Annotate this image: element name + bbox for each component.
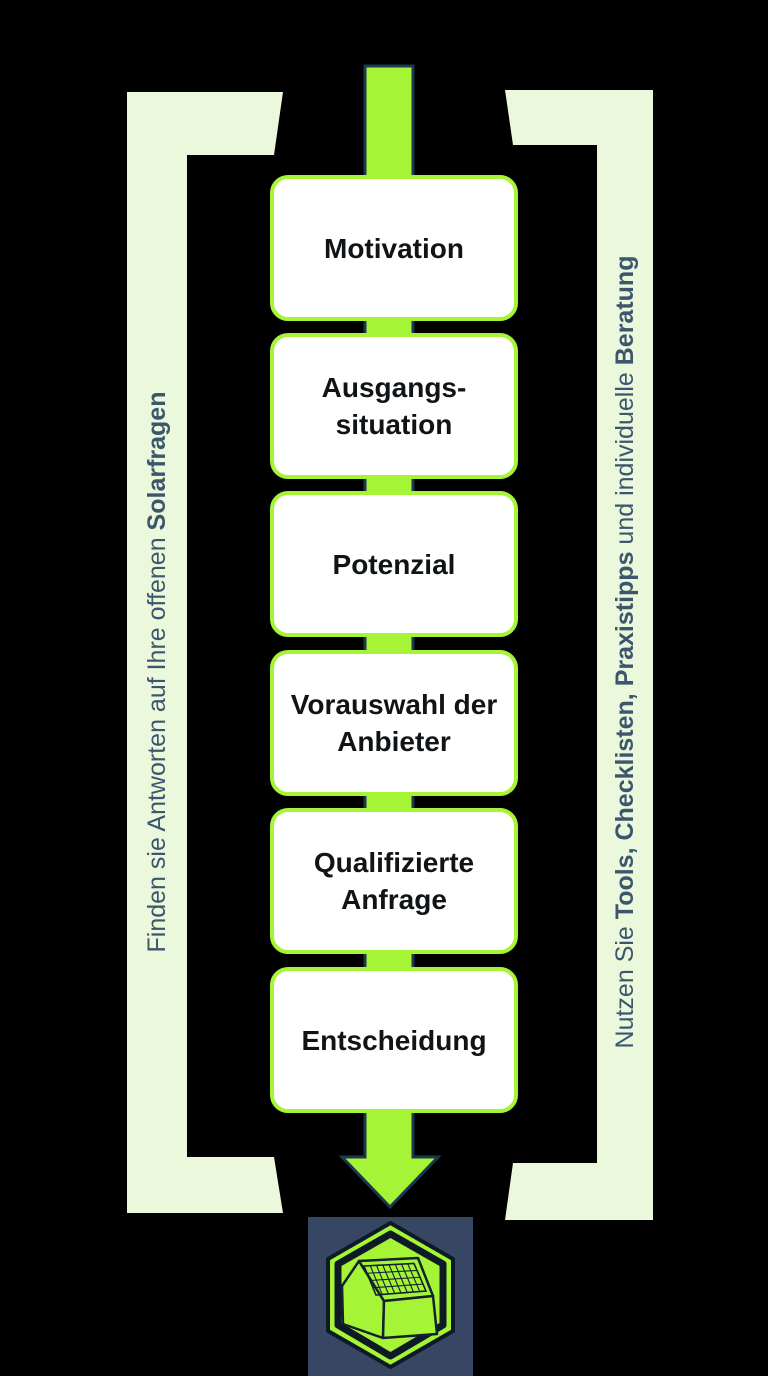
flow-step-qualifizierte-anfrage: Qualifizierte Anfrage	[270, 808, 518, 954]
left-banner-regular: Finden sie Antworten auf Ihre offenen	[143, 530, 171, 953]
flow-step-label: Entscheidung	[301, 1024, 487, 1056]
flow-step-ausgangssituation: Ausgangs- situation	[270, 333, 518, 479]
left-banner-bold: Solarfragen	[143, 391, 171, 531]
flow-step-motivation: Motivation	[270, 175, 518, 321]
flow-step-label: Motivation	[324, 232, 464, 264]
flow-step-potenzial: Potenzial	[270, 491, 518, 637]
right-banner-text: Nutzen Sie Tools, Checklisten, Praxistip…	[595, 162, 655, 1142]
flow-step-label: Ausgangs- situation	[321, 372, 467, 440]
right-banner-regular-1: Nutzen Sie	[611, 919, 639, 1049]
flow-step-label: Qualifizierte Anfrage	[313, 847, 475, 915]
right-banner-bold-2: Beratung	[611, 255, 639, 366]
flow-step-vorauswahl: Vorauswahl der Anbieter	[270, 650, 518, 796]
footer-logo	[308, 1217, 473, 1376]
flow-step-entscheidung: Entscheidung	[270, 967, 518, 1113]
right-banner-bold-1: Tools, Checklisten, Praxistipps	[611, 551, 639, 920]
flow-step-label: Vorauswahl der Anbieter	[290, 689, 498, 757]
flow-step-label: Potenzial	[332, 548, 456, 580]
solar-house-hexagon-icon	[326, 1221, 455, 1369]
left-banner-text: Finden sie Antworten auf Ihre offenen So…	[127, 362, 187, 982]
right-banner-regular-2: und individuelle	[611, 365, 639, 552]
